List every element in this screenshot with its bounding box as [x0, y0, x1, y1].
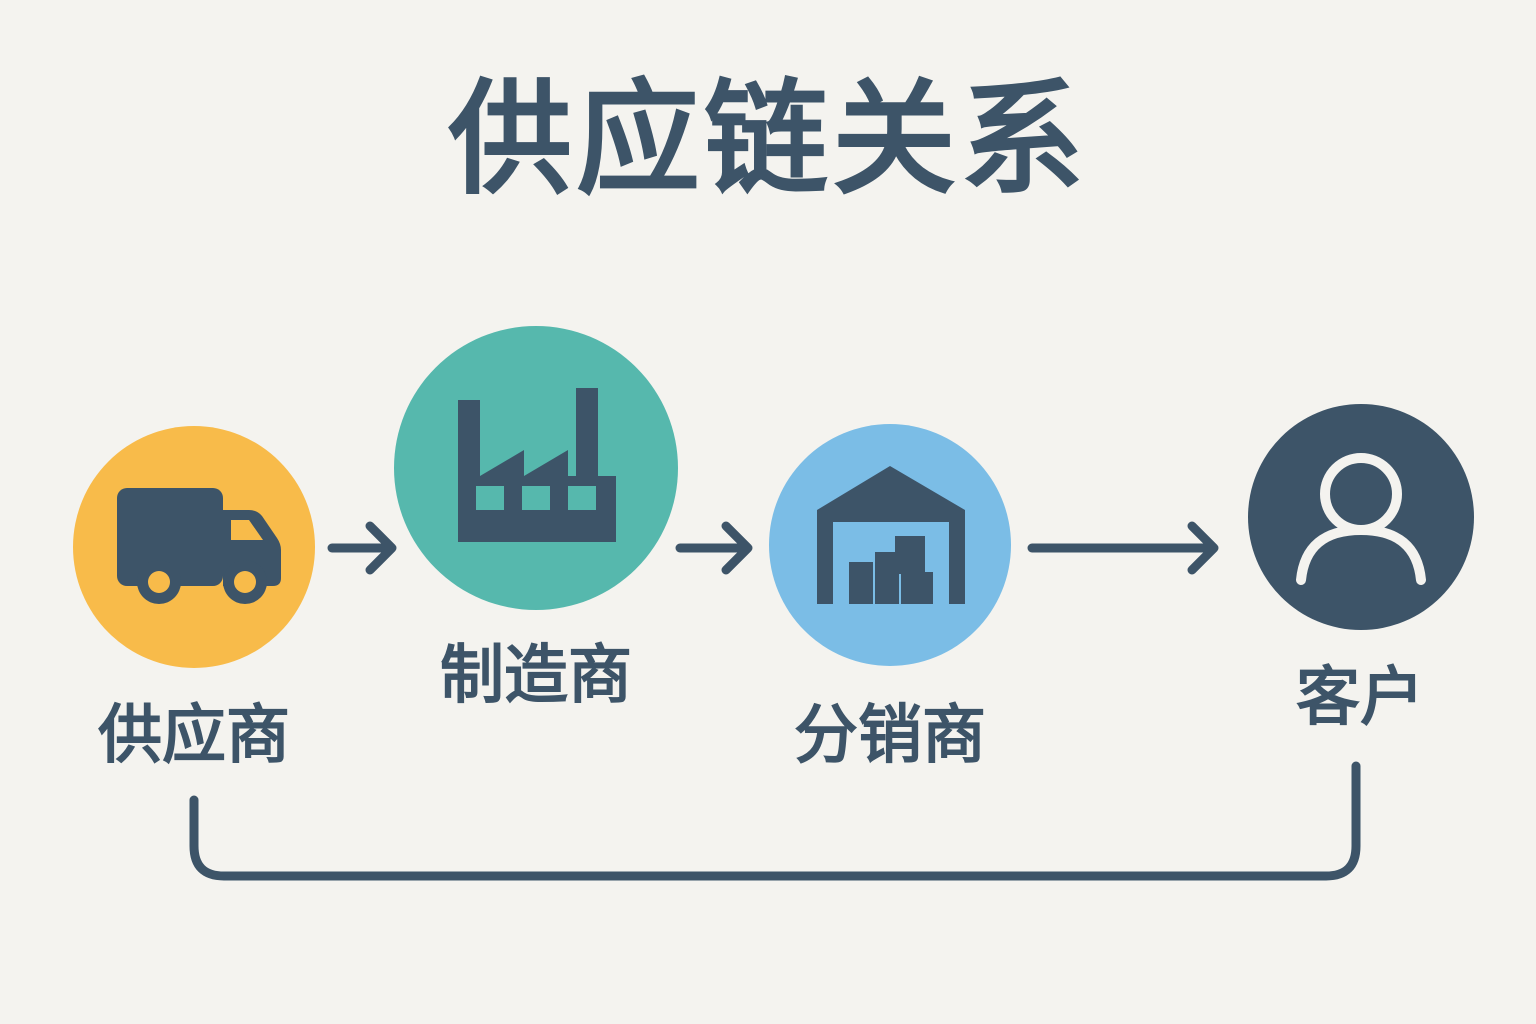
supplier-node [73, 426, 315, 668]
manufacturer-node [394, 326, 678, 610]
distributor-node [769, 424, 1011, 666]
factory-icon [458, 388, 616, 542]
arrow-manufacturer-to-distributor [675, 521, 753, 575]
manufacturer-label: 制造商 [440, 639, 632, 713]
warehouse-icon [817, 466, 965, 604]
truck-icon [117, 488, 281, 604]
diagram-title: 供应链关系 [447, 68, 1088, 212]
feedback-loop-line [189, 761, 1361, 881]
customer-node [1248, 404, 1474, 630]
arrow-supplier-to-manufacturer [327, 521, 397, 575]
user-icon [1296, 453, 1426, 585]
arrow-distributor-to-customer [1027, 521, 1219, 575]
distributor-label: 分销商 [794, 699, 986, 773]
supplier-label: 供应商 [98, 699, 290, 773]
customer-label: 客户 [1296, 661, 1424, 735]
